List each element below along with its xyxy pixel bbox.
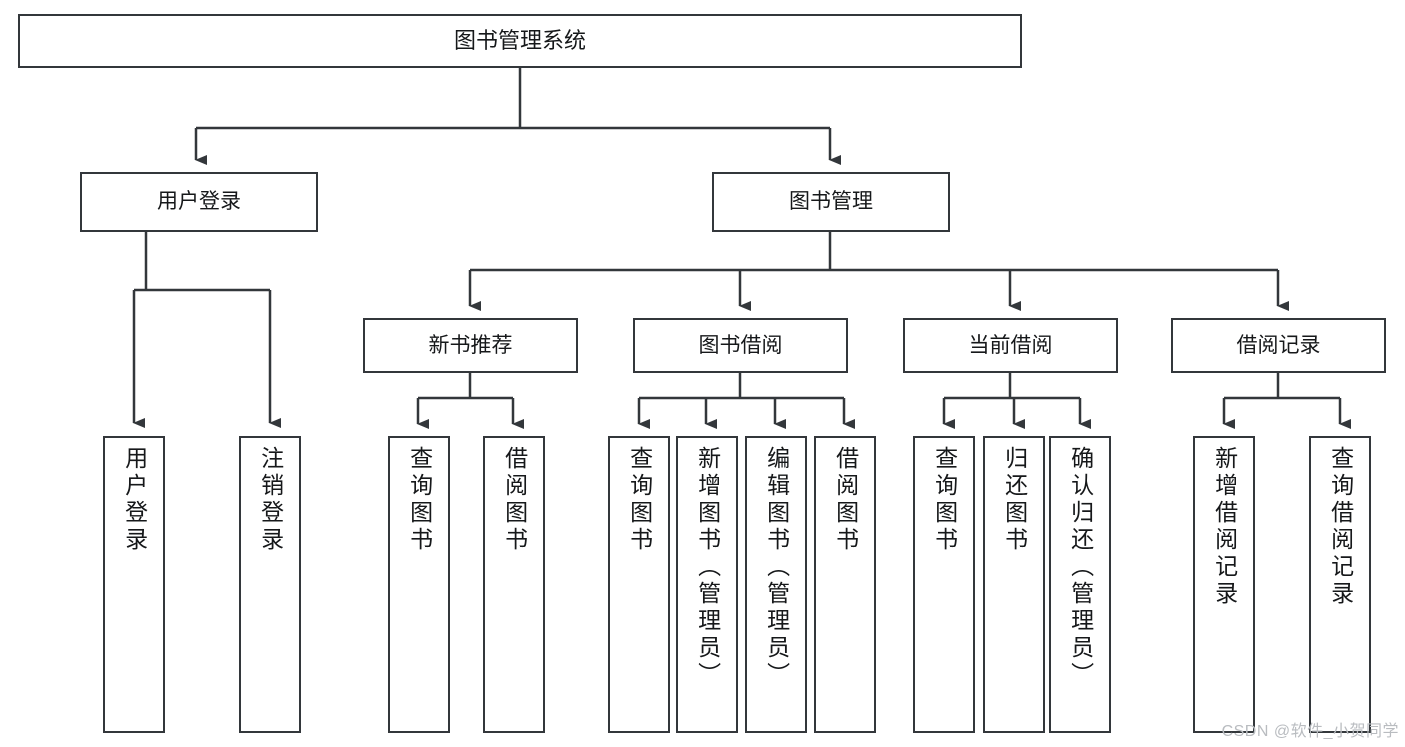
node-current-borrow[interactable]: 当前借阅 <box>903 318 1118 373</box>
node-label: 归还图书 <box>1001 446 1028 554</box>
node-leaf-add-book-admin[interactable]: 新增图书（管理员） <box>676 436 738 733</box>
node-label: 用户登录 <box>157 190 241 214</box>
node-leaf-borrow-book[interactable]: 借阅图书 <box>814 436 876 733</box>
node-label: 新增图书（管理员） <box>694 446 721 689</box>
node-label: 查询图书 <box>931 446 958 554</box>
node-leaf-user-login[interactable]: 用户登录 <box>103 436 165 733</box>
node-label: 注销登录 <box>257 446 284 554</box>
node-label: 查询图书 <box>406 446 433 554</box>
node-leaf-borrow-book-rec[interactable]: 借阅图书 <box>483 436 545 733</box>
node-leaf-query-borrow-record[interactable]: 查询借阅记录 <box>1309 436 1371 733</box>
watermark-text: CSDN @软件_小贺同学 <box>1221 723 1399 740</box>
node-label: 图书借阅 <box>698 333 783 357</box>
node-leaf-return-book[interactable]: 归还图书 <box>983 436 1045 733</box>
node-label: 借阅图书 <box>501 446 528 554</box>
node-book-management[interactable]: 图书管理 <box>712 172 950 232</box>
node-leaf-confirm-return-admin[interactable]: 确认归还（管理员） <box>1049 436 1111 733</box>
node-user-login[interactable]: 用户登录 <box>80 172 318 232</box>
node-label: 查询借阅记录 <box>1327 446 1354 608</box>
node-leaf-logout[interactable]: 注销登录 <box>239 436 301 733</box>
node-label: 用户登录 <box>121 446 148 554</box>
node-leaf-add-borrow-record[interactable]: 新增借阅记录 <box>1193 436 1255 733</box>
node-label: 图书管理系统 <box>453 27 586 53</box>
node-borrow-record[interactable]: 借阅记录 <box>1171 318 1386 373</box>
node-label: 借阅记录 <box>1236 333 1321 357</box>
node-label: 确认归还（管理员） <box>1067 446 1094 689</box>
node-label: 当前借阅 <box>968 333 1053 357</box>
node-label: 编辑图书（管理员） <box>763 446 790 689</box>
node-leaf-edit-book-admin[interactable]: 编辑图书（管理员） <box>745 436 807 733</box>
node-label: 新书推荐 <box>428 333 513 357</box>
node-root-book-management-system[interactable]: 图书管理系统 <box>18 14 1022 68</box>
node-leaf-query-book-current[interactable]: 查询图书 <box>913 436 975 733</box>
node-label: 查询图书 <box>626 446 653 554</box>
node-new-book-recommendation[interactable]: 新书推荐 <box>363 318 578 373</box>
node-label: 新增借阅记录 <box>1211 446 1238 608</box>
node-leaf-query-book-rec[interactable]: 查询图书 <box>388 436 450 733</box>
node-book-borrow[interactable]: 图书借阅 <box>633 318 848 373</box>
node-label: 图书管理 <box>789 190 873 214</box>
node-label: 借阅图书 <box>832 446 859 554</box>
node-leaf-query-book-borrow[interactable]: 查询图书 <box>608 436 670 733</box>
